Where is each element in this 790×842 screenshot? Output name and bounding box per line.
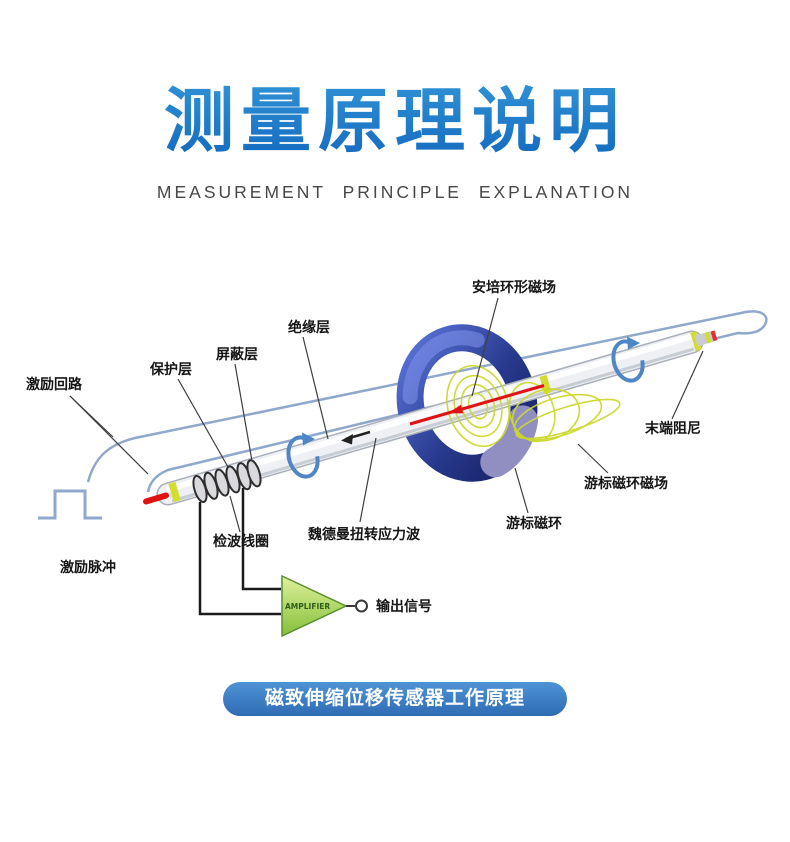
wave-direction-arrowhead [341,433,353,444]
leader-end-damping [671,350,704,419]
vernier-ring-field-label: 游标磁环磁场 [584,475,668,492]
detection-coil [192,458,262,503]
diagram-labels: 激励回路 保护层 屏蔽层 绝缘层 安培环形磁场 末端阻尼 游标磁环磁场 游标磁环… [26,279,701,576]
rotation-arrow-right [611,338,645,383]
excitation-pulse-waveform [38,489,102,519]
coil-turn [246,458,262,487]
leader-protective-layer [177,378,229,467]
output-signal-label: 输出信号 [376,598,432,615]
insulation-layer-label: 绝缘层 [288,319,330,336]
excitation-circuit [38,309,768,519]
coil-wire-1 [198,501,281,615]
header: 测量原理说明 MEASUREMENT PRINCIPLE EXPLANATION [0,0,790,202]
leader-lines [69,297,704,532]
rotation-arrows [286,336,645,479]
leader-ampere-field [471,297,499,396]
page-subtitle: MEASUREMENT PRINCIPLE EXPLANATION [156,182,634,202]
rotation-arrow-left-head [302,432,315,445]
rotation-arrow-right-head [627,336,640,349]
end-connector-red-band [710,329,718,341]
page-title: 测量原理说明 [0,0,790,156]
end-damping-label: 末端阻尼 [645,420,701,437]
rotation-arrow-left [286,434,320,479]
protective-layer-label: 保护层 [149,361,192,378]
field-loop [513,393,603,440]
leader-shielding-layer [234,363,253,461]
leader-vernier-ring-field [577,443,609,473]
excitation-loop-label: 激励回路 [26,376,83,393]
vernier-ring-label: 游标磁环 [506,515,562,532]
leader-vernier-ring [514,467,529,513]
output-signal-terminal [355,599,368,612]
magnet-ring-highlight [402,329,485,404]
copper-wire [409,383,545,425]
magnet-ring-front [480,404,538,477]
caption-wrap: 磁致伸缩位移传感器工作原理 [0,681,790,717]
wiedemann-wave-label: 魏德曼扭转应力波 [307,526,421,543]
ampere-field-label: 安培环形磁场 [472,279,556,296]
shielding-layer-label: 屏蔽层 [216,346,258,363]
detection-coil-label: 检波线圈 [213,533,269,550]
end-connector-yellow-band [704,331,712,343]
leader-insulation-layer [302,336,329,439]
sensor-principle-diagram: AMPLIFIER 输出信号 激励回路 保护层 屏蔽层 绝缘层 安培环形磁场 [26,279,768,637]
red-wire [409,383,545,425]
field-loop [511,387,581,442]
leader-excitation-loop-2 [69,395,149,474]
amplifier-label: AMPLIFIER [285,602,330,611]
red-wire-arrowhead [448,404,464,413]
tube-left-red-tip [143,492,169,504]
amplifier-circuit: AMPLIFIER 输出信号 [198,487,432,637]
excitation-loop-cable [86,309,768,492]
caption-text: 磁致伸缩位移传感器工作原理 [264,687,525,709]
leader-detection-coil [229,495,241,532]
field-loop [515,398,621,439]
excitation-pulse-label: 激励脉冲 [60,559,116,576]
coil-wire-2 [241,487,281,590]
tube-left-yellow-band [168,481,181,502]
caption-pill: 磁致伸缩位移传感器工作原理 [222,681,567,717]
leader-wiedemann-wave [359,437,377,522]
amplifier-triangle [281,574,348,637]
